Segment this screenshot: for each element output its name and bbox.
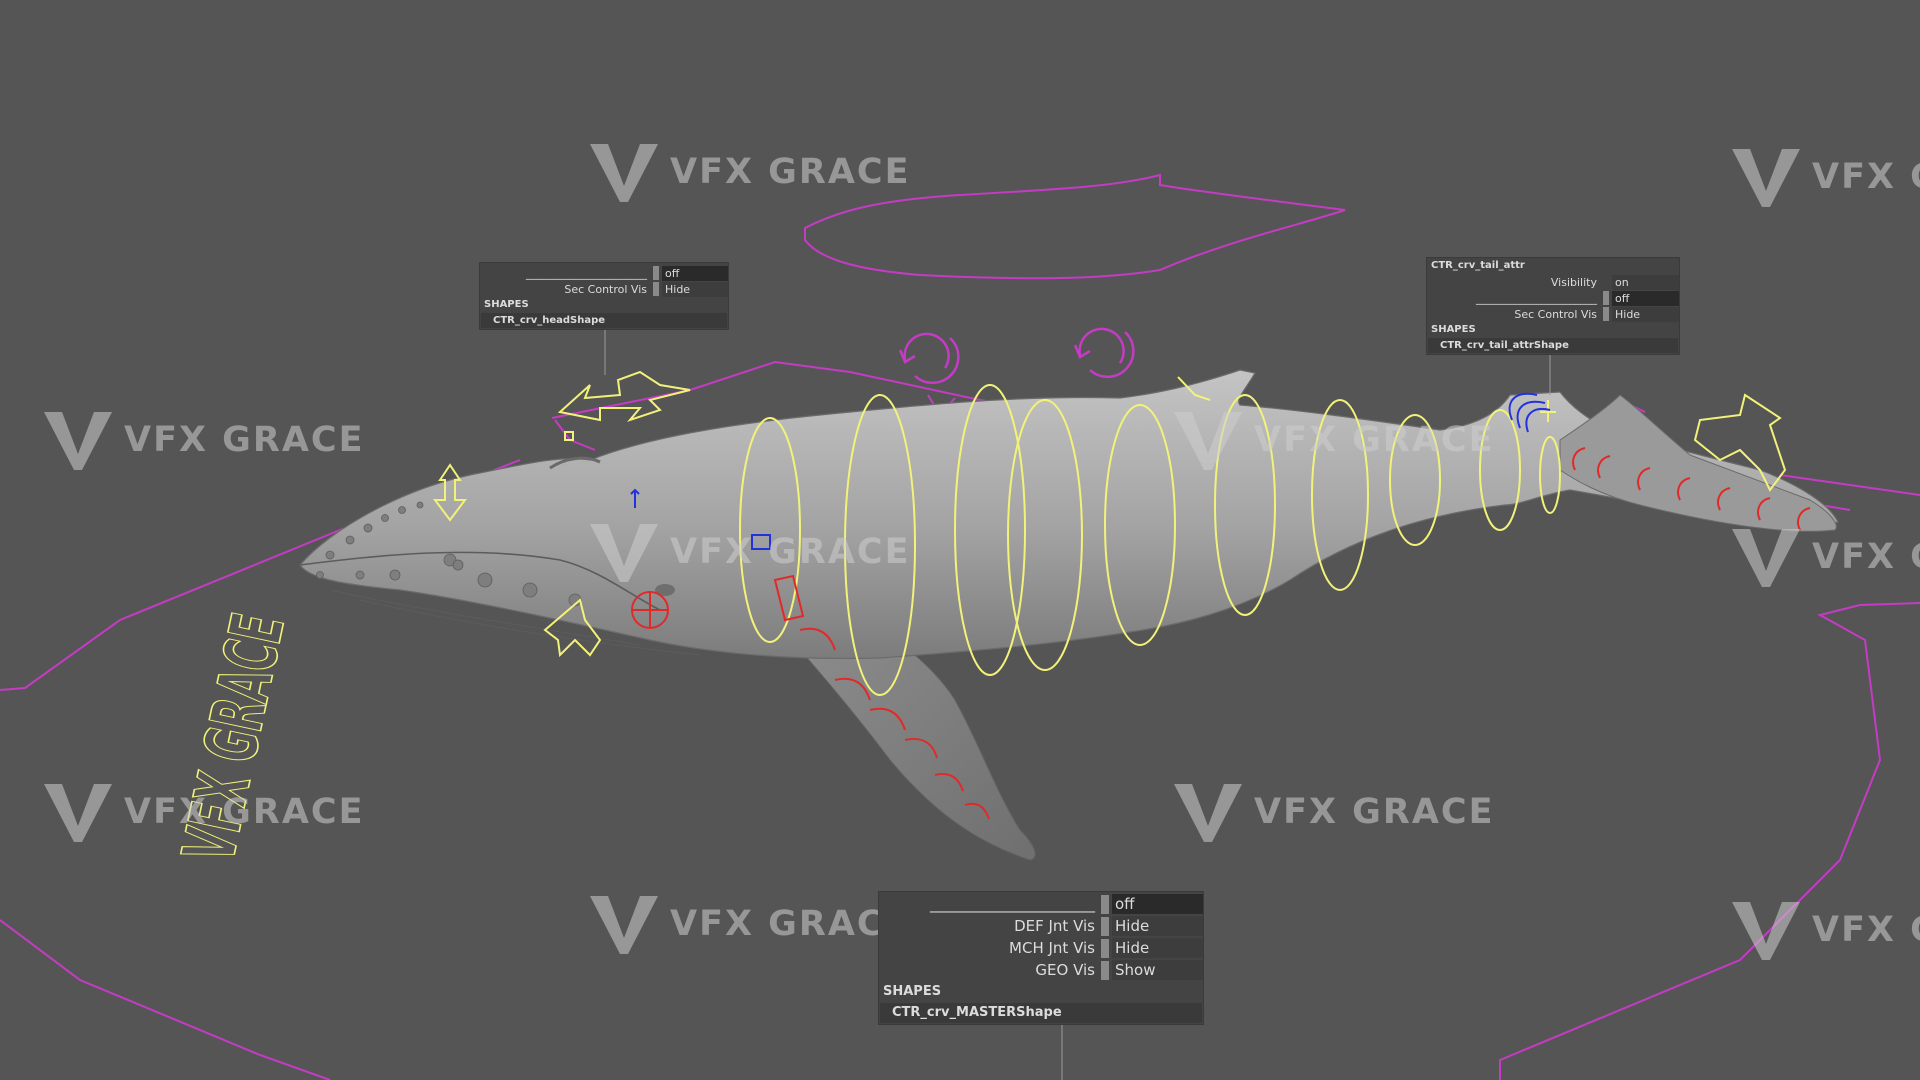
floor-logo-text[interactable]: VFX GRACE <box>166 606 302 870</box>
attr-value-field[interactable]: Hide <box>1112 916 1203 936</box>
whale-pectoral-fin <box>769 599 1036 861</box>
attr-row-separator[interactable]: ______________________ off <box>879 893 1203 915</box>
attr-value-field[interactable]: off <box>1612 290 1679 306</box>
fly-control-curve[interactable] <box>804 173 1346 280</box>
attr-keyable-chip <box>653 282 659 296</box>
attr-value-field[interactable]: Hide <box>662 281 728 297</box>
attr-value-field[interactable]: Hide <box>1612 306 1679 322</box>
tail-chain-controls[interactable] <box>1572 447 1811 531</box>
blue-ik-controls[interactable] <box>630 392 1551 550</box>
attr-keyable-chip <box>1603 291 1609 305</box>
shapes-section-header: SHAPES <box>1431 324 1476 335</box>
attr-row-mch-jnt-vis[interactable]: MCH Jnt Vis Hide <box>879 937 1203 959</box>
attr-keyable-chip <box>1101 916 1109 936</box>
attr-label: ______________________ <box>1476 291 1597 305</box>
spine-ring-controls[interactable] <box>739 384 1561 696</box>
attr-value-field[interactable]: Hide <box>1112 938 1203 958</box>
attr-label: Sec Control Vis <box>564 282 647 296</box>
tail-attr-panel[interactable]: CTR_crv_tail_attr Visibility on ________… <box>1426 257 1680 355</box>
rotate-control-right[interactable] <box>1073 327 1135 379</box>
attr-label: ______________________ <box>526 266 647 280</box>
panel-leaders <box>604 330 1551 1080</box>
attr-row-separator[interactable]: ______________________ off <box>480 265 728 281</box>
attr-keyable-chip <box>1101 938 1109 958</box>
attr-label: MCH Jnt Vis <box>1009 939 1095 957</box>
shape-node-item[interactable]: CTR_crv_tail_attrShape <box>1428 338 1678 353</box>
tail-attr-pin[interactable] <box>1540 400 1556 422</box>
whale-eye <box>655 584 675 596</box>
attr-label: Sec Control Vis <box>1514 307 1597 321</box>
shapes-section-header: SHAPES <box>484 299 529 310</box>
rotate-control-left[interactable] <box>898 332 960 385</box>
attr-row-sec-control-vis[interactable]: Sec Control Vis Hide <box>1427 306 1679 322</box>
attr-keyable-chip <box>1101 960 1109 980</box>
jaw-control[interactable] <box>433 463 467 522</box>
whale-mouth <box>299 551 701 656</box>
head-control[interactable] <box>557 370 691 441</box>
whale-tail-fluke <box>1559 394 1837 532</box>
attr-value-field[interactable]: off <box>662 265 728 281</box>
master-attr-panel[interactable]: ______________________ off DEF Jnt Vis H… <box>878 891 1204 1025</box>
attr-keyable-chip <box>1603 275 1609 289</box>
attr-value-field[interactable]: on <box>1612 274 1679 290</box>
head-attr-panel[interactable]: ______________________ off Sec Control V… <box>479 262 729 330</box>
attr-value-field[interactable]: off <box>1112 894 1203 914</box>
tail-control[interactable] <box>1693 393 1787 492</box>
attr-label: GEO Vis <box>1035 961 1095 979</box>
dorsal-control[interactable] <box>1177 376 1211 401</box>
attr-label: ______________________ <box>930 895 1095 913</box>
fin-controls[interactable] <box>631 574 990 820</box>
attr-keyable-chip <box>1101 894 1109 914</box>
attr-label: DEF Jnt Vis <box>1014 917 1095 935</box>
attr-row-sec-control-vis[interactable]: Sec Control Vis Hide <box>480 281 728 297</box>
shape-node-item[interactable]: CTR_crv_headShape <box>481 313 727 328</box>
attr-value-field[interactable]: Show <box>1112 960 1203 980</box>
chin-control[interactable] <box>543 598 602 658</box>
whale-blowhole <box>549 456 601 470</box>
attr-keyable-chip <box>1603 307 1609 321</box>
attr-label: Visibility <box>1550 275 1597 289</box>
node-title: CTR_crv_tail_attr <box>1431 260 1525 271</box>
attr-row-geo-vis[interactable]: GEO Vis Show <box>879 959 1203 981</box>
attr-row-separator[interactable]: ______________________ off <box>1427 290 1679 306</box>
shape-node-item[interactable]: CTR_crv_MASTERShape <box>880 1003 1202 1023</box>
attr-row-def-jnt-vis[interactable]: DEF Jnt Vis Hide <box>879 915 1203 937</box>
attr-keyable-chip <box>653 266 659 280</box>
attr-row-visibility[interactable]: Visibility on <box>1427 274 1679 290</box>
shapes-section-header: SHAPES <box>883 984 942 999</box>
